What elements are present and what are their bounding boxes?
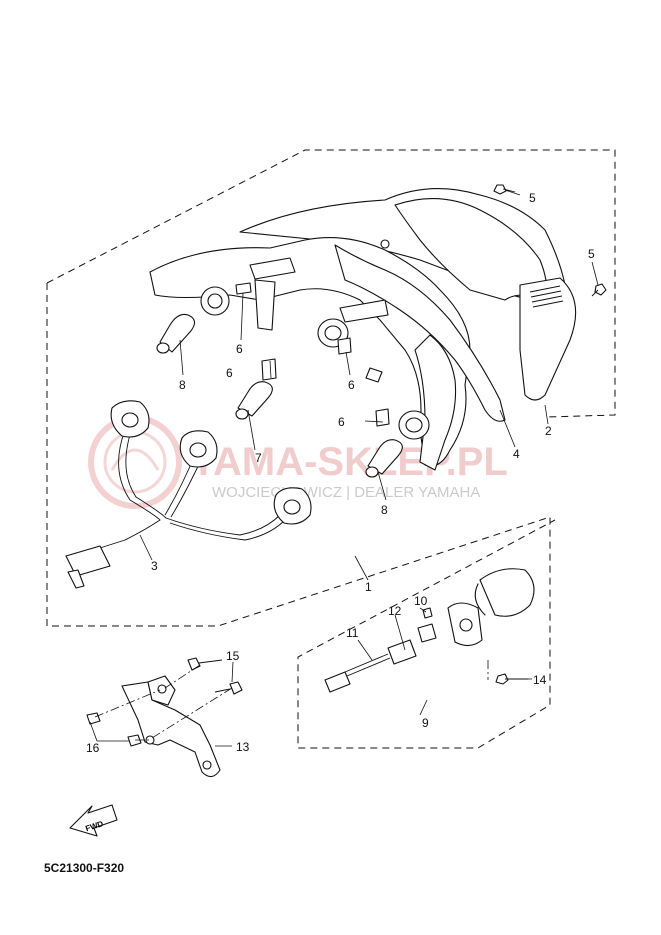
- callout-12: 12: [388, 604, 402, 618]
- watermark: YAMA-SKLEP.PL WOJCIECHOWICZ | DEALER YAM…: [88, 415, 508, 509]
- alignment-lines: [94, 660, 489, 741]
- callout-15: 15: [226, 649, 240, 663]
- callout-8: 8: [179, 378, 186, 392]
- nut: [86, 712, 142, 747]
- callout-13: 13: [236, 740, 250, 754]
- taillight-housing: [239, 188, 577, 401]
- nut-clip: [235, 282, 390, 427]
- callout-7: 7: [255, 451, 262, 465]
- callout-9: 9: [422, 716, 429, 730]
- diagram-code: 5C21300-F320: [44, 861, 125, 875]
- assembly-outline-upper: [46, 149, 616, 418]
- forward-arrow-icon: FWD: [69, 804, 118, 837]
- watermark-subtitle: WOJCIECHOWICZ | DEALER YAMAHA: [212, 484, 480, 501]
- callout-2: 2: [545, 424, 552, 438]
- bulb: [156, 313, 403, 478]
- inner-reflector: [149, 236, 506, 471]
- callout-4: 4: [513, 447, 520, 461]
- wire-harness: [65, 400, 312, 589]
- bolt: [187, 657, 243, 695]
- callout-6: 6: [236, 342, 243, 356]
- callout-6: 6: [338, 415, 345, 429]
- leader-lines: [89, 189, 599, 747]
- callout-1: 1: [365, 580, 372, 594]
- callout-labels: 5 5 6 6 6 6 8 7 8 3 4 2 1 10 12 11 9 14 …: [86, 191, 595, 755]
- callout-11: 11: [346, 626, 359, 640]
- callout-16: 16: [86, 741, 100, 755]
- callout-6: 6: [348, 378, 355, 392]
- callout-8: 8: [381, 503, 388, 517]
- callout-3: 3: [151, 559, 158, 573]
- callout-14: 14: [533, 673, 547, 687]
- watermark-title: YAMA-SKLEP.PL: [190, 440, 508, 484]
- license-light: [324, 568, 535, 693]
- callout-6: 6: [226, 366, 233, 380]
- callout-5: 5: [529, 191, 536, 205]
- screw: [493, 184, 607, 297]
- callout-10: 10: [414, 594, 428, 608]
- assembly-outline-lower: [46, 283, 556, 749]
- bracket: [121, 675, 221, 778]
- callout-5: 5: [588, 247, 595, 261]
